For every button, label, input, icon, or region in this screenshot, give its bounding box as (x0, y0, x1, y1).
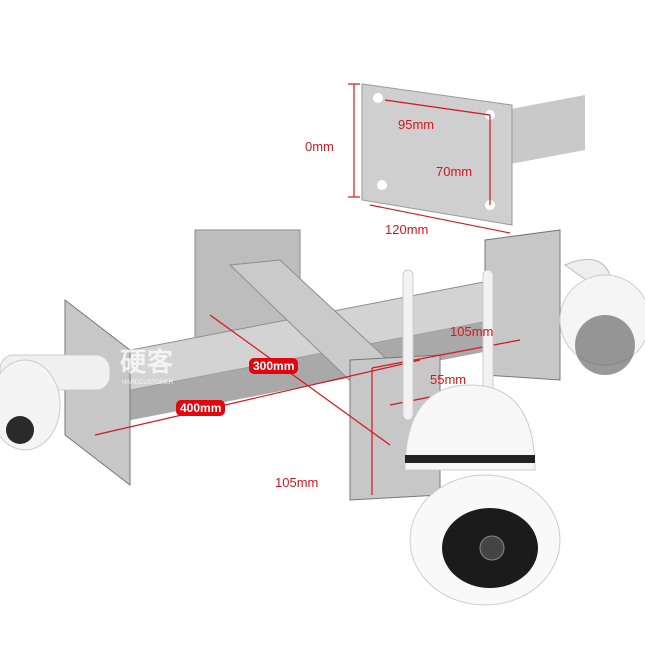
main-beam-side (105, 315, 520, 425)
watermark: 硬客 (120, 347, 175, 377)
mount-hole (373, 93, 383, 103)
left-side-plate (64, 298, 131, 487)
right-dome-camera (559, 258, 645, 375)
mount-hole (377, 180, 387, 190)
plate-height-label: 0mm (305, 139, 334, 154)
side-plate-height-label: 105mm (275, 475, 319, 490)
plate-width-label: 120mm (385, 222, 429, 237)
side-plate-width-label: 105mm (450, 324, 494, 339)
arm-depth-label: 300mm (249, 358, 299, 374)
left-dome-camera (0, 354, 111, 451)
right-side-plate (484, 229, 561, 381)
watermark-subtext: HARDCUSTOMER (122, 380, 174, 386)
hole-width-label: 95mm (398, 117, 435, 132)
top-arm (505, 95, 585, 165)
hole-height-label: 70mm (436, 164, 473, 179)
dimension-lines (94, 83, 521, 495)
slot-offset-label: 55mm (430, 372, 467, 387)
top-mount-plate (361, 83, 513, 226)
arm-length-label: 400mm (176, 400, 226, 416)
ptz-camera (402, 269, 561, 606)
